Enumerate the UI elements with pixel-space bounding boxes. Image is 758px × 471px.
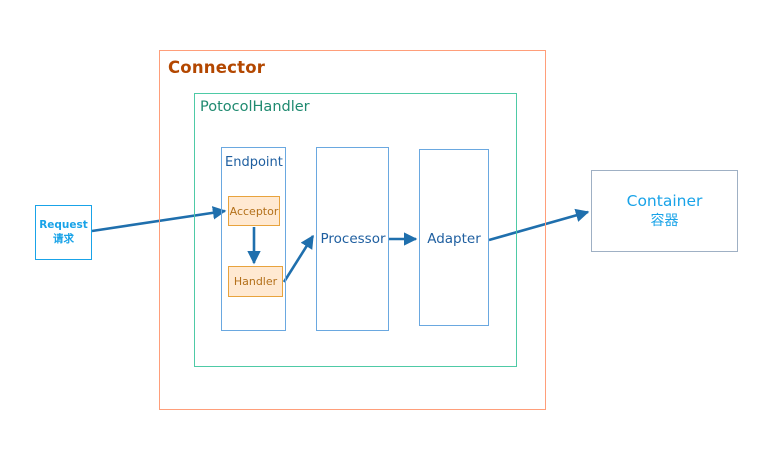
node-container-label-en: Container — [626, 192, 703, 211]
node-connector[interactable] — [159, 50, 546, 410]
node-protocol-handler[interactable] — [194, 93, 517, 367]
node-processor-label: Processor — [320, 231, 386, 247]
node-handler[interactable]: Handler — [228, 266, 283, 297]
node-processor[interactable] — [316, 147, 389, 331]
node-adapter-label: Adapter — [427, 231, 481, 247]
node-adapter[interactable] — [419, 149, 489, 326]
node-connector-label: Connector — [168, 58, 266, 77]
node-container[interactable]: Container 容器 — [591, 170, 738, 252]
node-endpoint-label: Endpoint — [225, 155, 283, 170]
node-container-label-zh: 容器 — [650, 213, 679, 230]
node-protocol-handler-label: PotocolHandler — [200, 99, 310, 115]
node-request[interactable]: Request 请求 — [35, 205, 92, 260]
node-endpoint[interactable] — [221, 147, 286, 331]
node-acceptor[interactable]: Acceptor — [228, 196, 280, 226]
node-request-label-zh: 请求 — [53, 232, 74, 245]
node-request-label-en: Request — [39, 218, 88, 231]
